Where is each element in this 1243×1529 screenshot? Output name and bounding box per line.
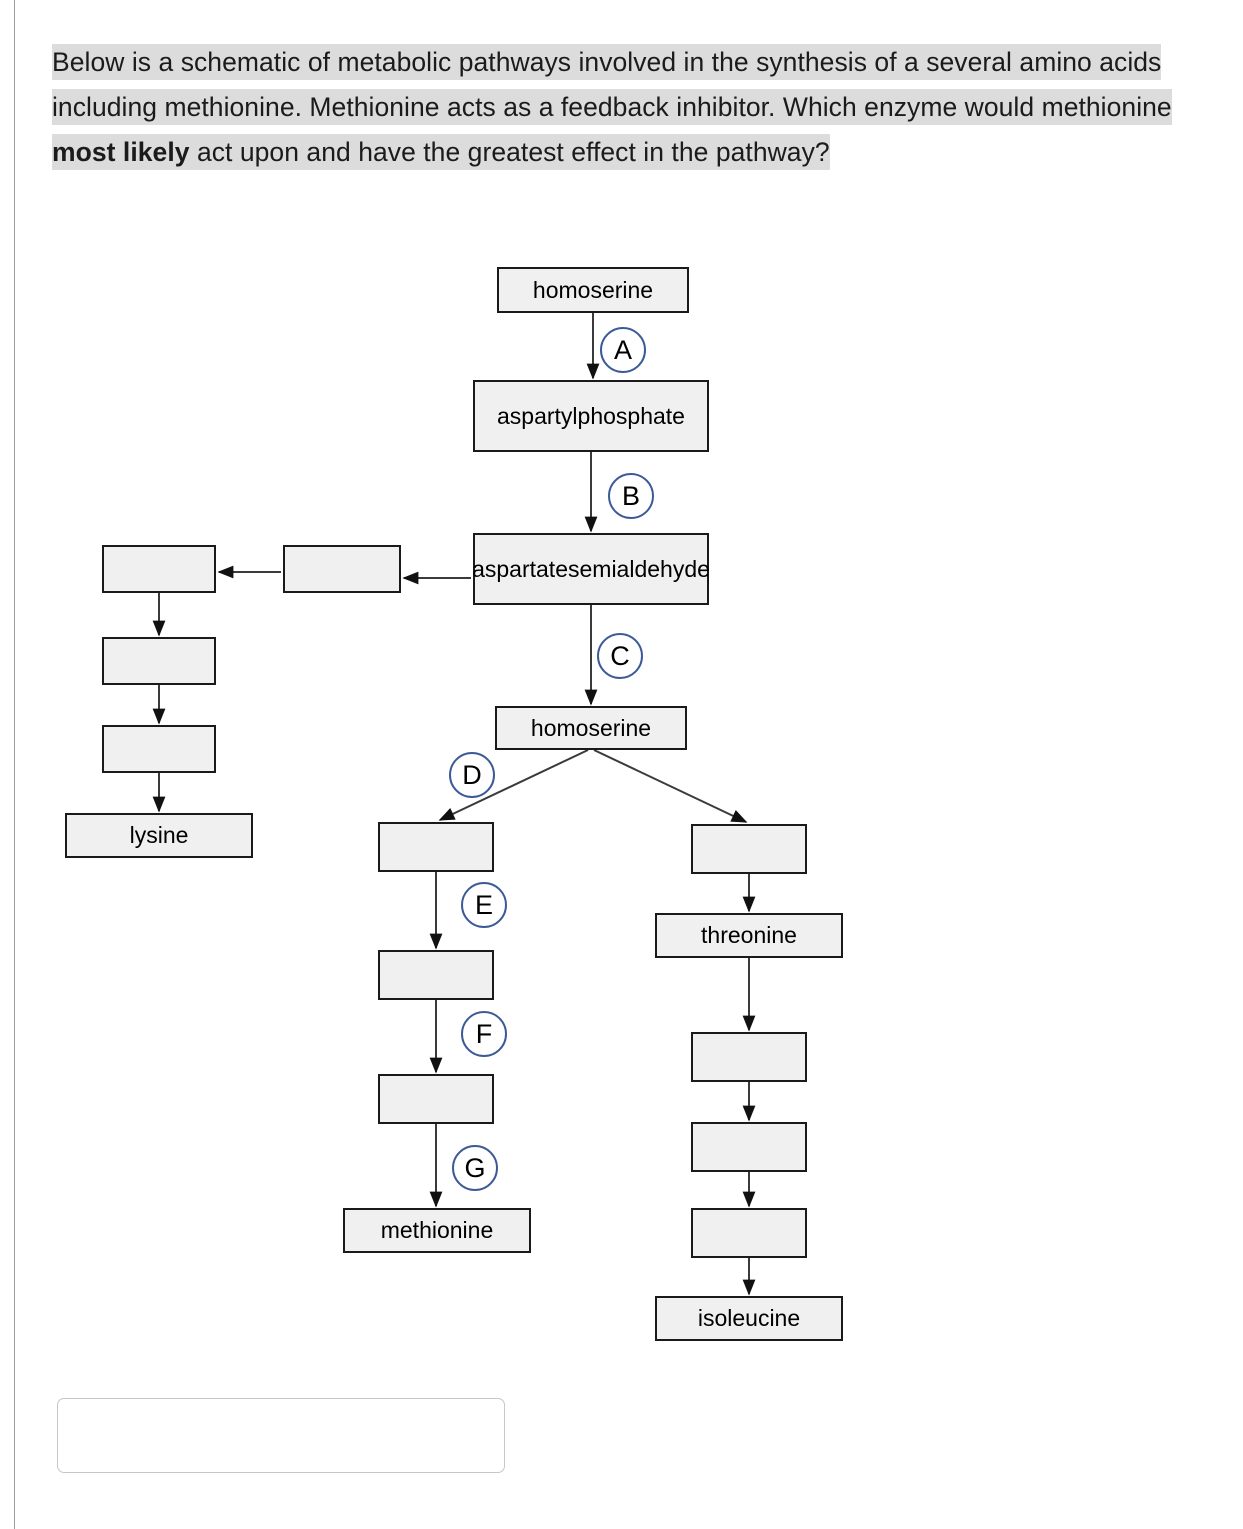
node-unlabeled-10 [378,950,494,1000]
node-unlabeled-15 [691,1032,807,1082]
enzyme-label-c: C [597,633,643,679]
node-threonine: threonine [655,913,843,958]
question-text-part1: Below is a schematic of metabolic pathwa… [52,47,1172,122]
node-unlabeled-13 [691,824,807,874]
node-label-line: aspartyl [497,402,578,429]
node-label-line: homoserine [530,714,652,741]
enzyme-label-a: A [600,327,646,373]
node-lysine: lysine [65,813,253,858]
enzyme-label-d: D [449,752,495,798]
question-prompt: Below is a schematic of metabolic pathwa… [52,40,1202,175]
node-unlabeled-17 [691,1208,807,1258]
node-methionine: methionine [343,1208,531,1253]
enzyme-label-g: G [452,1145,498,1191]
node-unlabeled-11 [378,1074,494,1124]
enzyme-label-e: E [461,882,507,928]
answer-input[interactable] [57,1398,505,1473]
node-label-line: methionine [380,1217,494,1243]
question-emphasis: most likely [52,137,190,167]
node-label-line: lysine [129,822,189,848]
node-unlabeled-7 [283,545,401,593]
page-left-rule [14,0,15,1529]
enzyme-label-f: F [461,1011,507,1057]
question-text-part2: act upon and have the greatest effect in… [189,137,830,167]
node-isoleucine: isoleucine [655,1296,843,1341]
node-homoserine: homoserine [497,267,689,313]
node-unlabeled-4 [102,545,216,593]
enzyme-label-b: B [608,473,654,519]
node-unlabeled-6 [102,725,216,773]
node-homoserine: homoserine [495,706,687,750]
edge-n-homoserine-mid-to-n-thr-1 [593,749,748,823]
node-unlabeled-16 [691,1122,807,1172]
node-label-line: homoserine [532,276,654,303]
node-label-line: semialdehyde [568,555,710,582]
node-label-line: isoleucine [697,1305,801,1331]
node-unlabeled-5 [102,637,216,685]
node-label-line: threonine [701,922,797,948]
node-label-line: phosphate [577,402,685,429]
node-unlabeled-9 [378,822,494,872]
node-label-line: aspartate [472,555,568,582]
